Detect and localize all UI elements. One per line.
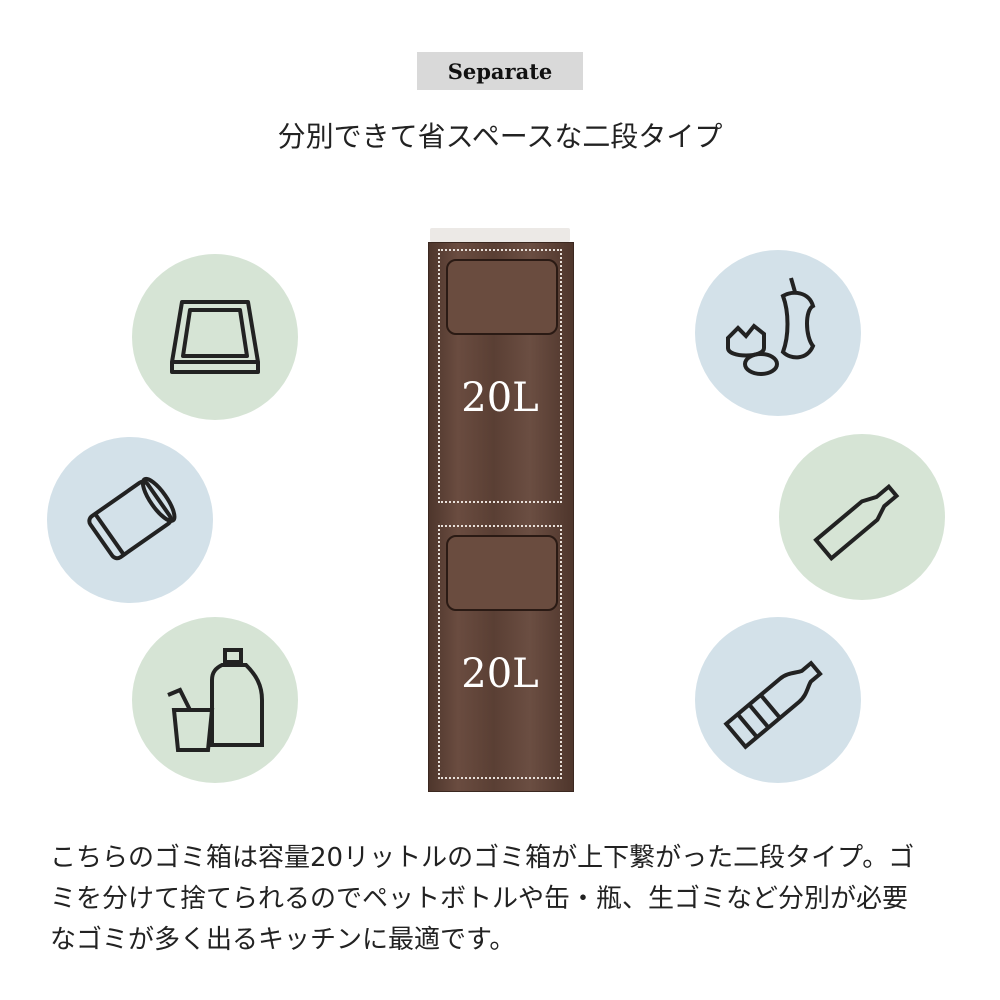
description-line: ミを分けて捨てられるのでペットボトルや缶・瓶、生ゴミなど分別が必要 [50,884,909,914]
upper-lid [446,259,558,335]
food-waste-circle [695,250,861,416]
bin-top [430,228,570,242]
lower-compartment: 20L [438,525,562,779]
cup-and-detergent-bottle-icon [167,648,264,752]
food-waste-icon [726,277,816,376]
tray-circle [132,254,298,420]
pet-bottle-circle [695,617,861,783]
glass-bottle-icon [813,483,900,562]
section-badge: Separate [417,52,583,90]
bin-body: 20L 20L [428,242,574,792]
subtitle: 分別できて省スペースな二段タイプ [277,120,723,153]
glass-bottle-circle [779,434,945,600]
description-line: こちらのゴミ箱は容量20リットルのゴミ箱が上下繋がった二段タイプ。ゴ [50,843,915,873]
trash-bin-product: 20L 20L [428,228,574,792]
can-circle [47,437,213,603]
tray-icon [170,300,260,374]
lower-lid [446,535,558,611]
can-icon [87,476,177,561]
lower-capacity: 20L [461,651,539,697]
upper-compartment: 20L [438,249,562,503]
pet-bottle-icon [723,660,823,750]
upper-capacity: 20L [461,375,539,421]
product-description: こちらのゴミ箱は容量20リットルのゴミ箱が上下繋がった二段タイプ。ゴ ミを分けて… [50,838,970,961]
description-line: なゴミが多く出るキッチンに最適です。 [50,925,516,955]
cup-bottle-circle [132,617,298,783]
